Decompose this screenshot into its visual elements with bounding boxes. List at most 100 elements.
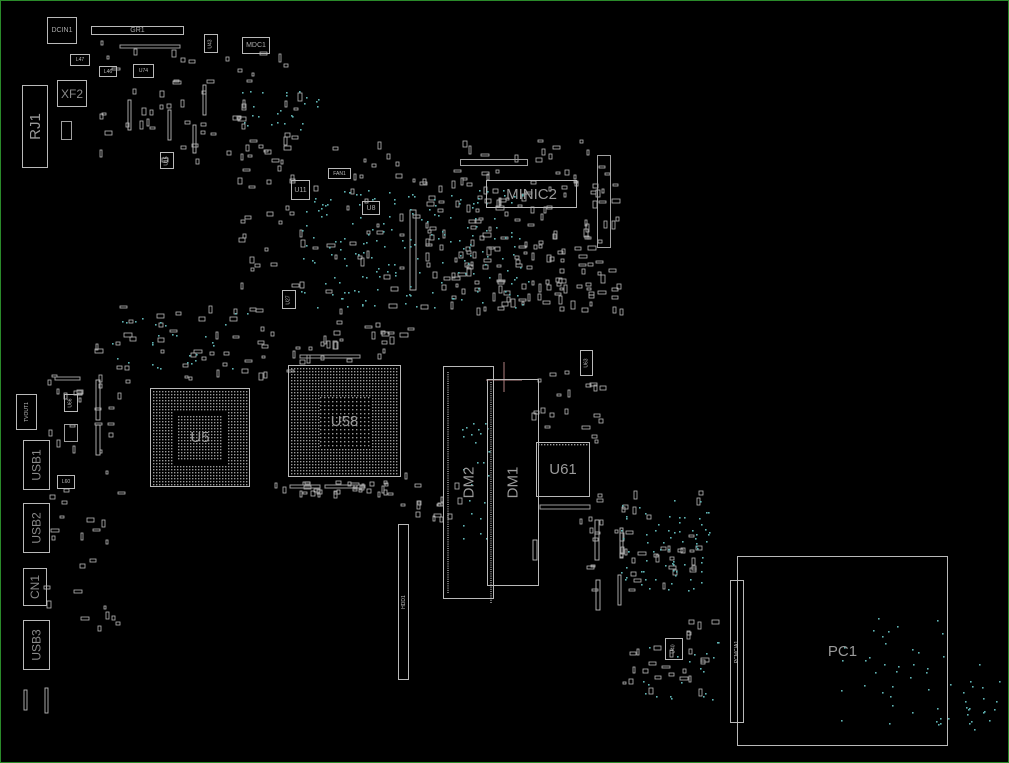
- component-l46[interactable]: L46: [99, 66, 117, 77]
- dimm-pin: [490, 437, 492, 438]
- component-u43[interactable]: U43: [204, 34, 218, 53]
- test-point: [344, 238, 346, 240]
- test-point: [314, 201, 316, 203]
- component-label: U27: [286, 294, 292, 305]
- dimm-pin: [447, 548, 449, 549]
- component-cn1[interactable]: CN1: [23, 568, 47, 606]
- smd-part: [549, 372, 557, 377]
- test-point: [482, 302, 484, 304]
- component-xf2[interactable]: XF2: [57, 80, 87, 107]
- smd-part: [660, 546, 667, 551]
- test-point: [889, 723, 891, 725]
- component-connector-right[interactable]: [597, 155, 611, 248]
- component-tvout1[interactable]: TVOUT1: [16, 394, 37, 430]
- test-point: [913, 664, 915, 666]
- test-point: [244, 122, 246, 124]
- component-connector-strip[interactable]: [460, 159, 528, 166]
- smd-part: [695, 545, 703, 551]
- component-hdd1[interactable]: HDD1: [398, 524, 409, 680]
- component-u61[interactable]: U61: [536, 442, 590, 497]
- component-label: L60: [61, 479, 71, 485]
- component-u58[interactable]: U58: [288, 365, 401, 477]
- test-point: [414, 196, 416, 198]
- component-l60[interactable]: L60: [57, 475, 75, 489]
- smd-part: [244, 359, 253, 363]
- dimm-pin: [490, 452, 492, 454]
- test-point: [473, 203, 475, 205]
- test-point: [674, 532, 676, 534]
- test-point: [286, 95, 288, 97]
- smd-part: [209, 351, 215, 356]
- component-label: U61: [549, 461, 577, 478]
- smd-part: [169, 329, 178, 333]
- smd-part: [349, 241, 357, 246]
- dimm-pin: [447, 424, 449, 426]
- dimm-pin: [447, 484, 449, 486]
- smd-part: [567, 389, 571, 398]
- smd-part: [560, 258, 565, 263]
- dimm-pin: [447, 526, 449, 527]
- component-usb3[interactable]: USB3: [23, 620, 50, 670]
- smd-part: [592, 537, 599, 542]
- smd-part: [597, 239, 603, 244]
- dimm-pin: [447, 563, 449, 565]
- smd-part: [436, 503, 442, 507]
- smd-part: [596, 498, 604, 503]
- component-u63[interactable]: U63: [580, 350, 593, 376]
- component-u8[interactable]: U8: [362, 201, 380, 215]
- component-dcin1[interactable]: DCIN1: [47, 17, 77, 44]
- smd-part: [574, 246, 582, 251]
- component-ic-small[interactable]: [64, 424, 78, 442]
- smd-part: [412, 214, 421, 219]
- component-l47[interactable]: L47: [70, 54, 90, 66]
- component-u5[interactable]: U5: [150, 388, 250, 487]
- component-mdc1[interactable]: MDC1: [242, 37, 270, 54]
- component-gr1[interactable]: GR1: [91, 26, 184, 35]
- test-point: [696, 534, 698, 536]
- component-u40[interactable]: U40: [665, 638, 683, 660]
- component-pc1[interactable]: PC1: [737, 556, 948, 746]
- component-c-small[interactable]: [61, 121, 72, 140]
- test-point: [286, 92, 288, 94]
- test-point: [421, 219, 423, 221]
- test-point: [325, 283, 327, 285]
- test-point: [460, 199, 462, 201]
- component-label: U5: [190, 429, 210, 446]
- component-fan1[interactable]: FAN1: [328, 168, 351, 179]
- smd-part: [377, 491, 381, 498]
- component-u15[interactable]: U15: [160, 152, 174, 169]
- smd-part: [247, 154, 253, 158]
- component-u74[interactable]: U74: [133, 64, 154, 78]
- test-point: [989, 720, 991, 722]
- test-point: [346, 265, 348, 267]
- test-point: [312, 260, 314, 262]
- test-point: [994, 709, 996, 711]
- component-u11[interactable]: U11: [291, 180, 310, 200]
- component-u66[interactable]: U66: [64, 394, 78, 412]
- component-dm2[interactable]: DM2: [443, 366, 494, 599]
- test-point: [477, 202, 479, 204]
- smd-part: [688, 648, 693, 655]
- component-rj1[interactable]: RJ1: [22, 85, 48, 168]
- smd-part: [237, 116, 247, 122]
- smd-part: [585, 223, 590, 233]
- smd-part: [616, 283, 622, 290]
- component-usb2[interactable]: USB2: [23, 503, 50, 553]
- strip-part: [192, 124, 197, 154]
- component-usb1[interactable]: USB1: [23, 440, 50, 490]
- smd-part: [104, 130, 113, 136]
- component-u27[interactable]: U27: [282, 290, 296, 309]
- dimm-pin: [447, 545, 449, 547]
- component-dm1[interactable]: DM1: [487, 379, 539, 586]
- smd-part: [249, 139, 258, 143]
- test-point: [674, 500, 676, 502]
- test-point: [160, 322, 162, 324]
- smd-part: [603, 220, 608, 229]
- dimm-pin: [490, 390, 492, 392]
- smd-part: [289, 211, 295, 216]
- component-minic2[interactable]: MINIC2: [486, 180, 577, 208]
- test-point: [434, 214, 436, 216]
- test-point: [176, 335, 178, 337]
